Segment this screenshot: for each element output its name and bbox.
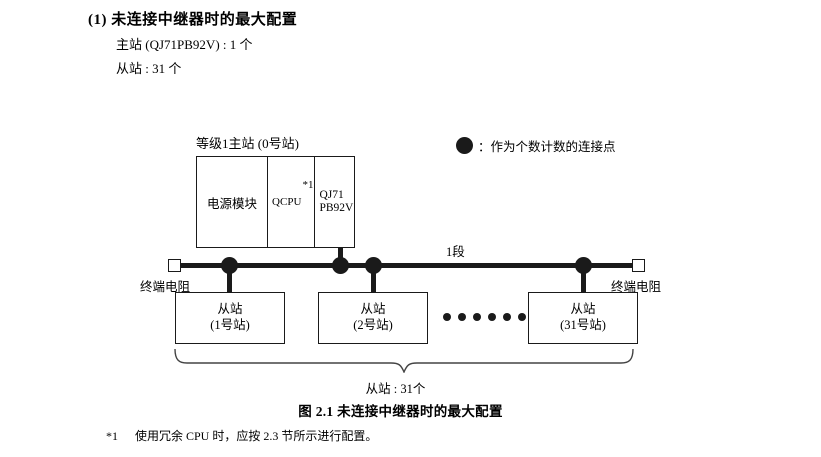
slave-station-box-2: 从站 (2号站) [318, 292, 428, 344]
figure-caption-text: 图 2.1 未连接中继器时的最大配置 [298, 404, 503, 419]
ellipsis-dot [473, 313, 481, 321]
legend-label: ：作为个数计数的连接点 [478, 140, 616, 154]
footnote: *1 使用冗余 CPU 时，应按 2.3 节所示进行配置。 [106, 427, 377, 444]
spec-slave-count: 从站 : 31 个 [116, 61, 182, 76]
footnote-marker: *1 [106, 429, 118, 443]
module-qcpu: QCPU *1 [268, 157, 316, 247]
slave-station-box-31: 从站 (31号站) [528, 292, 638, 344]
module-qj71pb92v-line1: QJ71 [319, 188, 344, 201]
legend: ：作为个数计数的连接点 [456, 136, 616, 155]
slave-group-brace [173, 348, 643, 378]
ellipsis-dot [488, 313, 496, 321]
slave-station-1-line2: (1号站) [210, 318, 250, 332]
ellipsis-dot [458, 313, 466, 321]
connection-point-dot-3 [365, 257, 382, 274]
slave-station-box-1: 从站 (1号站) [175, 292, 285, 344]
module-qj71pb92v-line2: PB92V [319, 202, 354, 214]
section-title: (1) 未连接中继器时的最大配置 [88, 12, 298, 28]
bus-trunk-line [174, 263, 638, 268]
spec-master-count: 主站 (QJ71PB92V) : 1 个 [116, 37, 253, 52]
terminating-resistor-right-label: 终端电阻 [611, 280, 662, 294]
ellipsis-dot [518, 313, 526, 321]
ellipsis-dot [443, 313, 451, 321]
ellipsis-dots [443, 313, 526, 321]
connection-point-dot-1 [221, 257, 238, 274]
terminating-resistor-left [168, 259, 181, 272]
drop-line-slave-1 [227, 266, 232, 293]
module-qcpu-label: QCPU [272, 196, 302, 208]
connection-point-dot-4 [575, 257, 592, 274]
master-station-label: 等级1主站 (0号站) [196, 136, 299, 151]
terminating-resistor-right [632, 259, 645, 272]
terminating-resistor-left-label: 终端电阻 [140, 280, 191, 294]
slave-group-brace-text: 从站 : 31个 [365, 382, 426, 396]
module-power-supply-label: 电源模块 [207, 196, 258, 211]
slave-station-2-line1: 从站 [360, 302, 386, 317]
filled-circle-icon [456, 137, 473, 154]
slave-station-31-line2: (31号站) [560, 318, 606, 332]
slave-station-31-line1: 从站 [570, 302, 596, 317]
slave-group-brace-label: 从站 : 31个 [0, 378, 821, 397]
footnote-text: 使用冗余 CPU 时，应按 2.3 节所示进行配置。 [135, 429, 378, 443]
connection-point-dot-2 [332, 257, 349, 274]
module-qj71pb92v-label: QJ71 PB92V [319, 189, 353, 215]
figure-caption: 图 2.1 未连接中继器时的最大配置 [0, 400, 821, 420]
master-station-box: 电源模块 QCPU *1 QJ71 PB92V [196, 156, 355, 248]
footnote-marker-qcpu: *1 [302, 179, 314, 191]
drop-line-slave-31 [581, 266, 586, 293]
segment-label: 1段 [446, 245, 465, 259]
slave-station-1-line1: 从站 [217, 302, 243, 317]
module-qj71pb92v: QJ71 PB92V [315, 157, 354, 247]
slave-station-2-line2: (2号站) [353, 318, 393, 332]
drop-line-slave-2 [371, 266, 376, 293]
ellipsis-dot [503, 313, 511, 321]
module-power-supply: 电源模块 [197, 157, 269, 247]
